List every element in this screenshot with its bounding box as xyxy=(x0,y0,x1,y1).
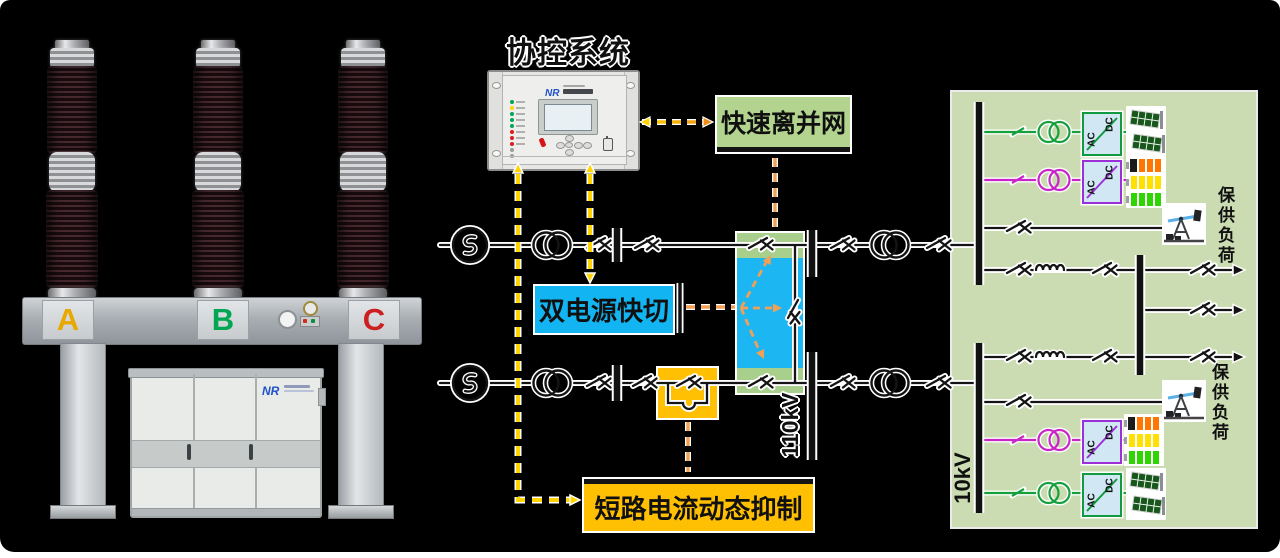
yellow-control-links xyxy=(511,161,597,507)
acdc-converter: AC DC xyxy=(1082,473,1122,517)
phase-plate-c: C xyxy=(348,300,400,340)
orange-control-links xyxy=(638,116,782,472)
transformer-icon xyxy=(1039,483,1070,503)
relay-logo-text: NR xyxy=(545,88,560,99)
solar-panel-icon xyxy=(1126,468,1166,520)
transformer-icon xyxy=(872,371,909,396)
phase-plate-a: A xyxy=(42,300,94,340)
transformer-icon xyxy=(534,233,571,258)
transformer-icon xyxy=(1039,170,1070,190)
short-circuit-suppress-label: 短路电流动态抑制 xyxy=(584,479,813,531)
protected-load-label-bottom: 保供负荷 xyxy=(1209,363,1228,443)
pump-jack-icon xyxy=(1162,380,1206,422)
pump-jack-icon xyxy=(1162,203,1206,245)
fast-island-label: 快速离并网 xyxy=(717,97,850,152)
bottom-strip xyxy=(0,552,1280,558)
battery-storage-icon xyxy=(1126,156,1166,208)
voltage-label-110kv: 110kV xyxy=(776,392,803,458)
phase-plate-b: B xyxy=(197,300,249,340)
relay-key-button xyxy=(583,142,592,149)
transformer-icon xyxy=(1039,122,1070,142)
relay-nav-down xyxy=(565,149,574,156)
dual-source-transfer-label: 双电源快切 xyxy=(535,286,673,333)
battery-storage-icon xyxy=(1124,414,1164,466)
busbars xyxy=(611,102,1146,513)
support-foot xyxy=(328,505,394,519)
control-cabinet: NR xyxy=(128,368,326,518)
phase-c-label: C xyxy=(362,302,386,337)
indicator-icon xyxy=(303,301,318,316)
support-leg xyxy=(338,343,384,507)
relay-lcd-screen xyxy=(538,99,598,135)
phase-a-label: A xyxy=(56,302,80,337)
cabinet-logo: NR xyxy=(262,382,314,400)
transformer-icon xyxy=(872,233,909,258)
relay-logo: NR xyxy=(545,83,593,101)
page-title: 协控系统 xyxy=(506,37,630,70)
relay-nav-left xyxy=(556,142,565,149)
pressure-gauge-icon xyxy=(278,310,297,329)
voltage-label-10kv: 10kV xyxy=(950,452,975,504)
generator-icon xyxy=(453,228,487,262)
cabinet-logo-text: NR xyxy=(262,384,280,398)
acdc-converter: AC DC xyxy=(1082,420,1122,464)
acdc-converter: AC DC xyxy=(1082,160,1122,204)
acdc-converter: AC DC xyxy=(1082,112,1122,156)
cabinet-hinge xyxy=(318,388,326,406)
circuit-breaker-photo: A B C NR xyxy=(0,0,440,558)
transformer-icon xyxy=(534,371,571,396)
feeder-arrows xyxy=(1232,263,1247,364)
status-lamp-panel xyxy=(300,316,320,327)
relay-port-icon xyxy=(603,136,613,151)
relay-nav-up xyxy=(565,135,574,142)
support-foot xyxy=(50,505,116,519)
protected-load-label-top: 保供负荷 xyxy=(1215,186,1234,266)
relay-nav-right xyxy=(574,142,583,149)
solar-panel-icon xyxy=(1126,106,1166,158)
coordination-controller-device: NR xyxy=(488,71,639,170)
reactor-icon xyxy=(1035,352,1065,357)
phase-b-label: B xyxy=(211,302,235,337)
reactor-icon xyxy=(1035,265,1065,270)
relay-nav-center xyxy=(565,142,573,148)
generator-icon xyxy=(453,366,487,400)
support-leg xyxy=(60,343,106,507)
transformer-icon xyxy=(1039,430,1070,450)
